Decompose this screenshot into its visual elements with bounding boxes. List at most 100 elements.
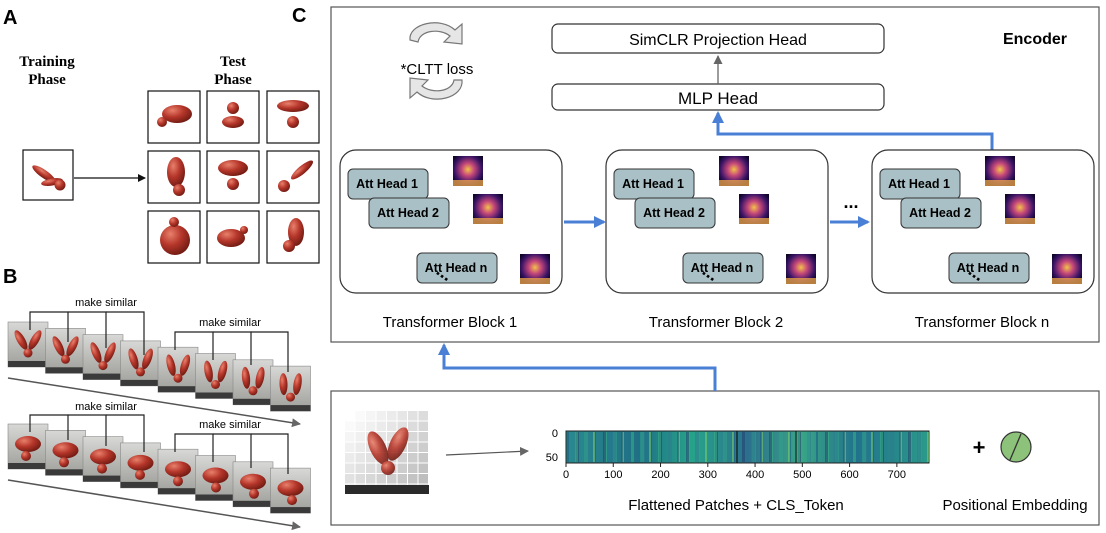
transformer-block-title: Transformer Block n [915,314,1049,331]
sequence-frame [120,442,161,489]
image-patch [376,474,386,484]
sequence-frame [270,365,311,412]
att-head-box [634,197,716,229]
att-head-label: Att Head n [691,261,754,275]
sequence-frame [195,455,236,501]
image-patch [345,453,355,463]
transformer-block-title: Transformer Block 1 [383,314,517,331]
image-patch [418,474,428,484]
image-patch [418,411,428,421]
image-patch [366,421,376,431]
att-head-label: Att Head 2 [909,206,971,220]
image-patch [366,463,376,473]
test-phase-label-2: Phase [214,72,252,88]
time-arrow-2 [7,479,301,531]
att-head-label: Att Head 1 [622,177,684,191]
sequence-frame [157,448,199,495]
sequence-frame [82,436,124,482]
positional-embedding-label: Positional Embedding [942,497,1087,514]
make-similar-bracket-2a [29,414,145,452]
blocks-ellipsis: ... [843,192,858,212]
att-head-label: Att Head n [957,261,1020,275]
heatmap-x-tick: 300 [699,469,717,481]
att-head-label: Att Head n [425,261,488,275]
sequence-row-1 [7,321,311,412]
image-patch [418,432,428,442]
image-patch [345,421,355,431]
heatmap-x-tick: 600 [840,469,858,481]
make-similar-bracket-1b [174,331,289,372]
sequence-row-2 [7,423,311,514]
panel-c-label: C [292,5,306,27]
image-patch [345,474,355,484]
sequence-frame [7,321,49,368]
image-patch [355,421,365,431]
sequence-frame [82,334,124,380]
image-patch [408,432,418,442]
test-object-grid [147,90,320,264]
image-patch [355,432,365,442]
training-phase-label-1: Training [19,54,75,70]
image-patch [345,432,355,442]
panel-a-label: A [3,7,17,29]
att-head-box [900,197,982,229]
simclr-head-label: SimCLR Projection Head [629,32,807,49]
image-patch [418,442,428,452]
sequence-frame [45,327,86,374]
mlp-head-label: MLP Head [678,89,758,108]
positional-embedding-icon [1000,431,1032,463]
make-similar-label-1a: make similar [75,297,137,309]
image-patch [418,463,428,473]
encoder-label: Encoder [1003,31,1067,48]
att-head-box [682,252,764,284]
att-head-box [416,252,498,284]
image-patch [376,432,386,442]
image-patch [345,411,355,421]
heatmap-x-tick: 0 [563,469,569,481]
image-patch [387,421,397,431]
att-head-label: Att Head 2 [377,206,439,220]
image-patch [418,453,428,463]
heatmap-y-tick: 50 [546,452,558,464]
patches-to-heatmap-arrow [445,446,529,456]
att-head-box [368,197,450,229]
image-patch [408,442,418,452]
image-patch [408,411,418,421]
image-patch [355,453,365,463]
att-head-label: Att Head 1 [888,177,950,191]
patch-embedding-heatmap [565,430,930,464]
image-patch [355,411,365,421]
flattened-patches-label: Flattened Patches + CLS_Token [628,497,844,514]
sequence-frame [270,467,311,514]
training-phase-label-2: Phase [28,72,66,88]
make-similar-label-2b: make similar [199,419,261,431]
image-patch [408,421,418,431]
image-patch [387,411,397,421]
heatmap-x-tick: 200 [651,469,669,481]
make-similar-label-1b: make similar [199,317,261,329]
make-similar-bracket-2b [174,433,289,474]
cycle-arrows-icon [409,22,463,100]
panel-b-label: B [3,266,17,288]
image-patch [387,474,397,484]
heatmap-x-tick: 500 [793,469,811,481]
heatmap-y-tick: 0 [552,428,558,440]
image-patch [408,463,418,473]
sequence-frame [157,346,199,393]
time-arrow-1 [7,377,301,428]
plus-sign: + [973,435,986,460]
image-patch [355,442,365,452]
training-object-tile [22,149,74,201]
image-patch [418,421,428,431]
sequence-frame [120,340,161,387]
image-patch [355,463,365,473]
image-patch [408,453,418,463]
image-patch [345,442,355,452]
image-patch [397,411,407,421]
transformer-blocks: Att Head 1 Att Head 2 Att Head n... Transfo… [339,149,1095,331]
image-patch [366,411,376,421]
